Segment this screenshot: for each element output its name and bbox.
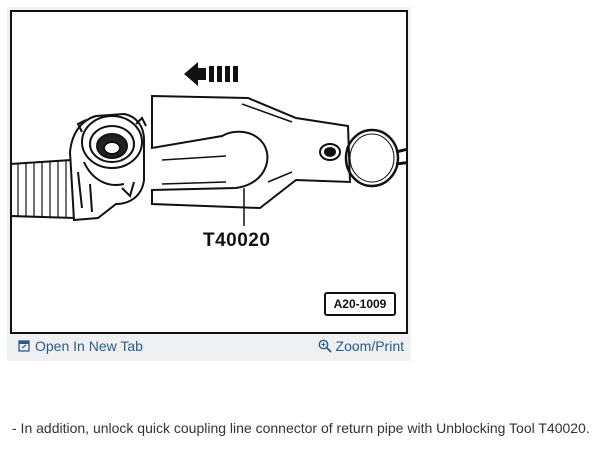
open-in-new-tab-link[interactable]: Open In New Tab (17, 338, 143, 354)
unblocking-tool (151, 94, 352, 210)
instruction-step: - In addition, unlock quick coupling lin… (12, 420, 590, 436)
figure-card: T40020 A20-1009 Open In New Tab (7, 7, 411, 361)
direction-arrow (184, 62, 238, 86)
figure-toolbar: Open In New Tab Zoom/Print (10, 336, 408, 358)
part-number-label: T40020 (203, 230, 271, 251)
quick-coupling-connector (68, 112, 147, 222)
zoom-print-label: Zoom/Print (335, 338, 404, 354)
magnifier-icon (318, 339, 332, 353)
hose-pipe (12, 158, 76, 220)
open-in-new-tab-label: Open In New Tab (35, 338, 143, 354)
key-ring (344, 128, 406, 188)
zoom-print-link[interactable]: Zoom/Print (318, 338, 404, 354)
figure-code-box: A20-1009 (324, 292, 396, 316)
figure-illustration: T40020 A20-1009 (10, 10, 408, 334)
tool-diagram (12, 62, 406, 226)
open-in-new-tab-icon (17, 339, 31, 353)
